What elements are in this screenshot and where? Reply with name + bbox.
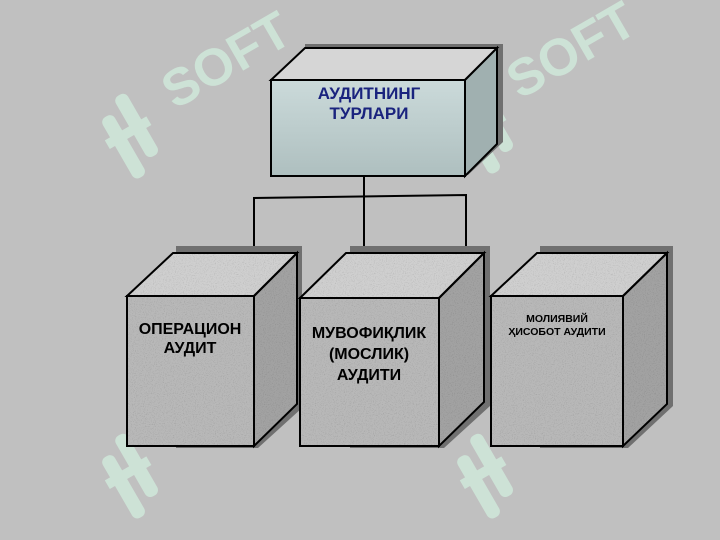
label-line: (МОСЛИК) xyxy=(328,345,410,363)
label-line: АУДИТ xyxy=(163,340,217,358)
box-label-operational-audit: ОПЕРАЦИОН АУДИТ xyxy=(128,320,252,358)
box-financial-audit xyxy=(488,246,673,449)
box-compliance-audit xyxy=(297,246,490,449)
soft-logo-icon xyxy=(102,433,158,519)
connector-lines xyxy=(253,176,467,250)
title-line: ТУРЛАРИ xyxy=(329,104,409,124)
box-operational-audit xyxy=(124,246,302,449)
box-label-compliance-audit: МУВОФИҚЛИК (МОСЛИК) АУДИТИ xyxy=(300,324,438,386)
label-line: МУВОФИҚЛИК xyxy=(311,325,427,342)
soft-logo-icon xyxy=(457,433,513,519)
watermark-text: SOFT xyxy=(497,0,646,110)
label-line: АУДИТИ xyxy=(336,366,402,384)
label-line: ОПЕРАЦИОН xyxy=(138,321,242,338)
box-label-financial-audit: МОЛИЯВИЙ ҲИСОБОТ АУДИТИ xyxy=(492,313,622,338)
box-title-audit-types: АУДИТНИНГ ТУРЛАРИ xyxy=(276,84,462,125)
watermark-group: SOFT SOFT xyxy=(102,0,646,519)
box-audit-types xyxy=(268,44,503,179)
soft-logo-icon xyxy=(102,93,158,179)
label-line: МОЛИЯВИЙ xyxy=(526,313,588,325)
title-line: АУДИТНИНГ xyxy=(317,84,421,103)
label-line: ҲИСОБОТ АУДИТИ xyxy=(508,325,606,338)
